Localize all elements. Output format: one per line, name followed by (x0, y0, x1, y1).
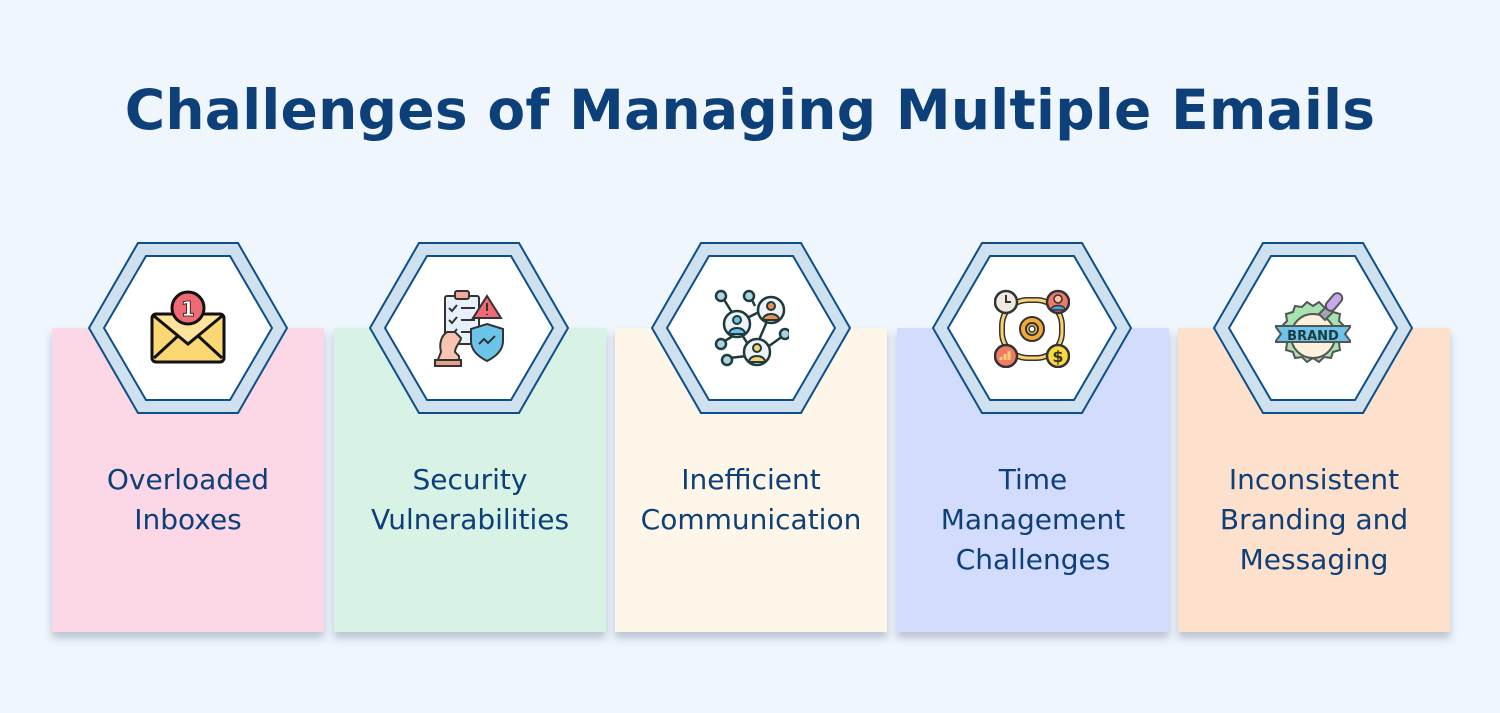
brand-badge-icon: BRAND (1275, 288, 1351, 368)
security-clipboard-shield-icon (431, 288, 507, 368)
hexagon-badge: 1 (88, 242, 288, 414)
hexagon-badge (369, 242, 569, 414)
hexagon-badge: BRAND (1213, 242, 1413, 414)
svg-text:$: $ (1052, 347, 1063, 366)
network-people-icon (713, 288, 789, 368)
card-label: Inefficient Communication (640, 463, 862, 536)
card-label: Security Vulnerabilities (370, 463, 570, 536)
card-label: Time Management Challenges (940, 463, 1126, 576)
hexagon-badge (651, 242, 851, 414)
page-title: Challenges of Managing Multiple Emails (124, 78, 1376, 142)
hexagon-badge: $ (932, 242, 1132, 414)
card-label: Inconsistent Branding and Messaging (1219, 463, 1409, 576)
card-label: Overloaded Inboxes (106, 463, 270, 536)
svg-text:1: 1 (181, 297, 195, 321)
envelope-notification-icon: 1 (150, 288, 226, 368)
time-money-gear-icon: $ (994, 288, 1070, 368)
challenge-card-inefficient-communication: Inefficient Communication (615, 328, 887, 632)
svg-text:BRAND: BRAND (1287, 329, 1339, 344)
